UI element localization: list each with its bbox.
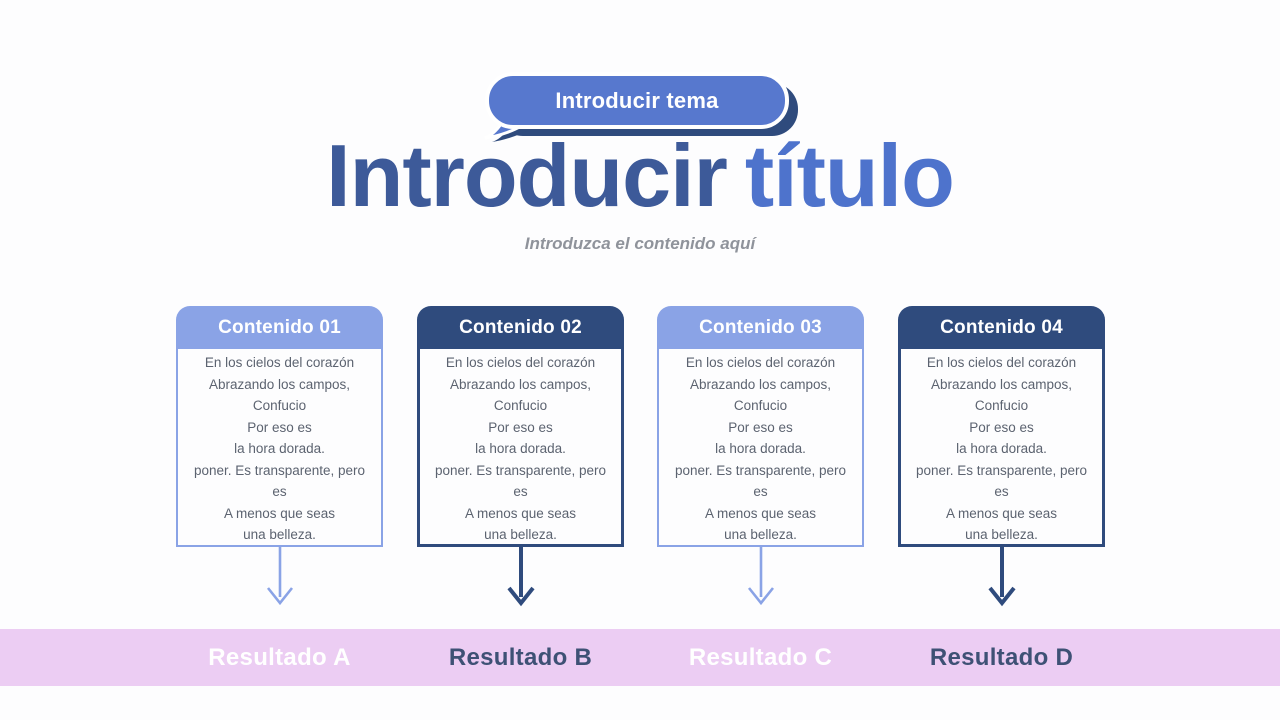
body-line: Confucio: [493, 398, 548, 413]
result-label-d: Resultado D: [929, 644, 1074, 671]
body-line: En los cielos del corazón: [445, 355, 596, 370]
body-line: Confucio: [974, 398, 1029, 413]
body-line: En los cielos del corazón: [685, 355, 836, 370]
topic-badge-label: Introducir tema: [555, 88, 719, 113]
body-line: Por eso es: [247, 419, 312, 435]
result-label-b: Resultado B: [448, 644, 593, 671]
body-line: A menos que seas: [464, 505, 577, 521]
body-line: En los cielos del corazón: [926, 355, 1077, 370]
body-line: la hora dorada.: [475, 441, 566, 456]
result-label-c: Resultado C: [688, 644, 833, 671]
body-line: Por eso es: [728, 419, 793, 435]
body-line: Abrazando los campos,: [208, 376, 351, 392]
body-line: una belleza.: [724, 527, 797, 542]
result-label-a: Resultado A: [208, 644, 351, 671]
body-line: Abrazando los campos,: [930, 376, 1073, 392]
body-line: poner. Es transparente, pero: [434, 462, 607, 478]
results-band: Resultado A Resultado B Resultado C Resu…: [0, 629, 1280, 686]
down-arrow-icon: [266, 547, 293, 606]
body-line: la hora dorada.: [234, 441, 325, 456]
body-line: A menos que seas: [704, 505, 817, 521]
body-line: una belleza.: [243, 527, 316, 542]
body-line: es: [753, 484, 768, 499]
down-arrow-icon: [506, 547, 535, 607]
body-line: Abrazando los campos,: [449, 376, 592, 392]
body-line: poner. Es transparente, pero: [674, 462, 847, 478]
body-line: A menos que seas: [223, 505, 336, 521]
topic-badge: Introducir tema: [478, 70, 810, 142]
down-arrow-icon: [747, 547, 774, 606]
title-part-light: título: [744, 126, 955, 225]
column-header-4: Contenido 04: [898, 306, 1105, 349]
body-line: es: [272, 484, 287, 499]
body-line: Confucio: [733, 398, 788, 413]
column-header-1: Contenido 01: [176, 306, 383, 349]
body-line: En los cielos del corazón: [204, 355, 355, 370]
column-header-3: Contenido 03: [657, 306, 864, 349]
down-arrow-icon: [987, 547, 1016, 607]
body-line: una belleza.: [484, 527, 557, 542]
title-part-dark: Introducir: [326, 126, 728, 225]
body-line: Por eso es: [969, 419, 1034, 435]
speech-bubble-icon: [484, 72, 798, 142]
body-line: la hora dorada.: [715, 441, 806, 456]
body-line: es: [994, 484, 1009, 499]
body-line: poner. Es transparente, pero: [193, 462, 366, 478]
body-line: una belleza.: [965, 527, 1038, 542]
body-line: poner. Es transparente, pero: [915, 462, 1088, 478]
body-line: la hora dorada.: [956, 441, 1047, 456]
body-line: Confucio: [252, 398, 307, 413]
body-line: A menos que seas: [945, 505, 1058, 521]
body-line: es: [513, 484, 528, 499]
body-line: Por eso es: [488, 419, 553, 435]
slide-subtitle: Introduzca el contenido aquí: [524, 234, 756, 253]
body-line: Abrazando los campos,: [689, 376, 832, 392]
column-header-2: Contenido 02: [417, 306, 624, 349]
